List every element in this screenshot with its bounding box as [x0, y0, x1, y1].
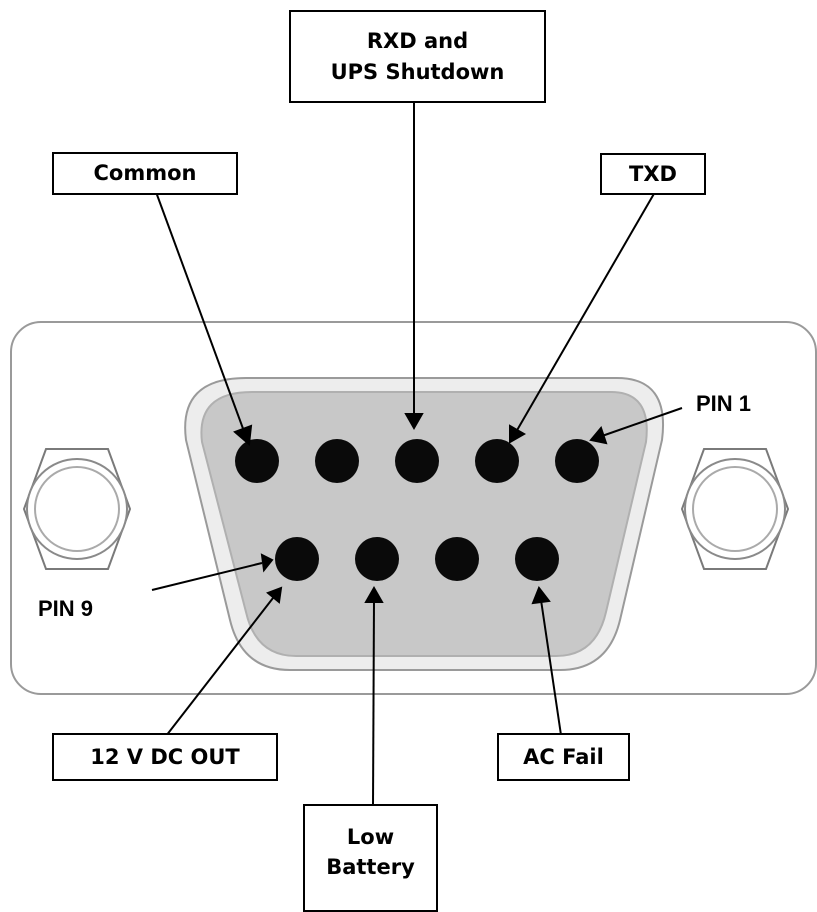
arrowhead-pin9	[260, 553, 274, 573]
arrowhead-dc-out	[266, 586, 283, 604]
leader-txd	[515, 191, 656, 433]
arrowhead-ac-fail	[531, 585, 551, 605]
leader-low-battery	[372, 599, 375, 807]
pin-3	[395, 439, 439, 483]
label-box-low-battery: Low Battery	[303, 804, 438, 912]
label-box-common: Common	[52, 152, 238, 195]
label-rxd-line2: UPS Shutdown	[330, 59, 505, 84]
pin-7	[435, 537, 479, 581]
label-pin1: PIN 1	[696, 391, 752, 416]
right-jackscrew	[680, 448, 790, 570]
arrowhead-low-battery	[364, 585, 384, 603]
leader-pin9	[151, 562, 263, 591]
label-ac-fail: AC Fail	[523, 744, 604, 769]
label-box-rxd: RXD and UPS Shutdown	[289, 10, 546, 103]
label-pin9: PIN 9	[38, 596, 94, 621]
leader-pin1	[601, 407, 683, 437]
label-box-txd: TXD	[600, 153, 706, 195]
label-box-ac-fail: AC Fail	[497, 733, 630, 781]
pin-5	[235, 439, 279, 483]
leader-common	[155, 191, 246, 435]
label-rxd-line1: RXD and	[366, 29, 469, 54]
label-box-dc-out: 12 V DC OUT	[52, 733, 278, 781]
arrowhead-pin1	[589, 425, 608, 445]
label-txd: TXD	[629, 161, 677, 186]
label-low-line1: Low	[346, 825, 395, 849]
pin-1	[555, 439, 599, 483]
arrowhead-rxd	[404, 413, 424, 431]
pin-4	[315, 439, 359, 483]
leader-dc-out	[165, 597, 274, 737]
arrowhead-txd	[509, 424, 527, 444]
left-jackscrew	[22, 448, 132, 570]
arrowhead-common	[233, 424, 253, 446]
pin-9	[275, 537, 319, 581]
pin-6	[515, 537, 559, 581]
label-common: Common	[93, 161, 197, 186]
label-low-line2: Battery	[326, 855, 415, 880]
leader-ac-fail	[540, 599, 562, 736]
label-dc-out: 12 V DC OUT	[90, 744, 240, 769]
connector-shell-inner	[200, 391, 648, 657]
pin-2	[475, 439, 519, 483]
pin-8	[355, 537, 399, 581]
